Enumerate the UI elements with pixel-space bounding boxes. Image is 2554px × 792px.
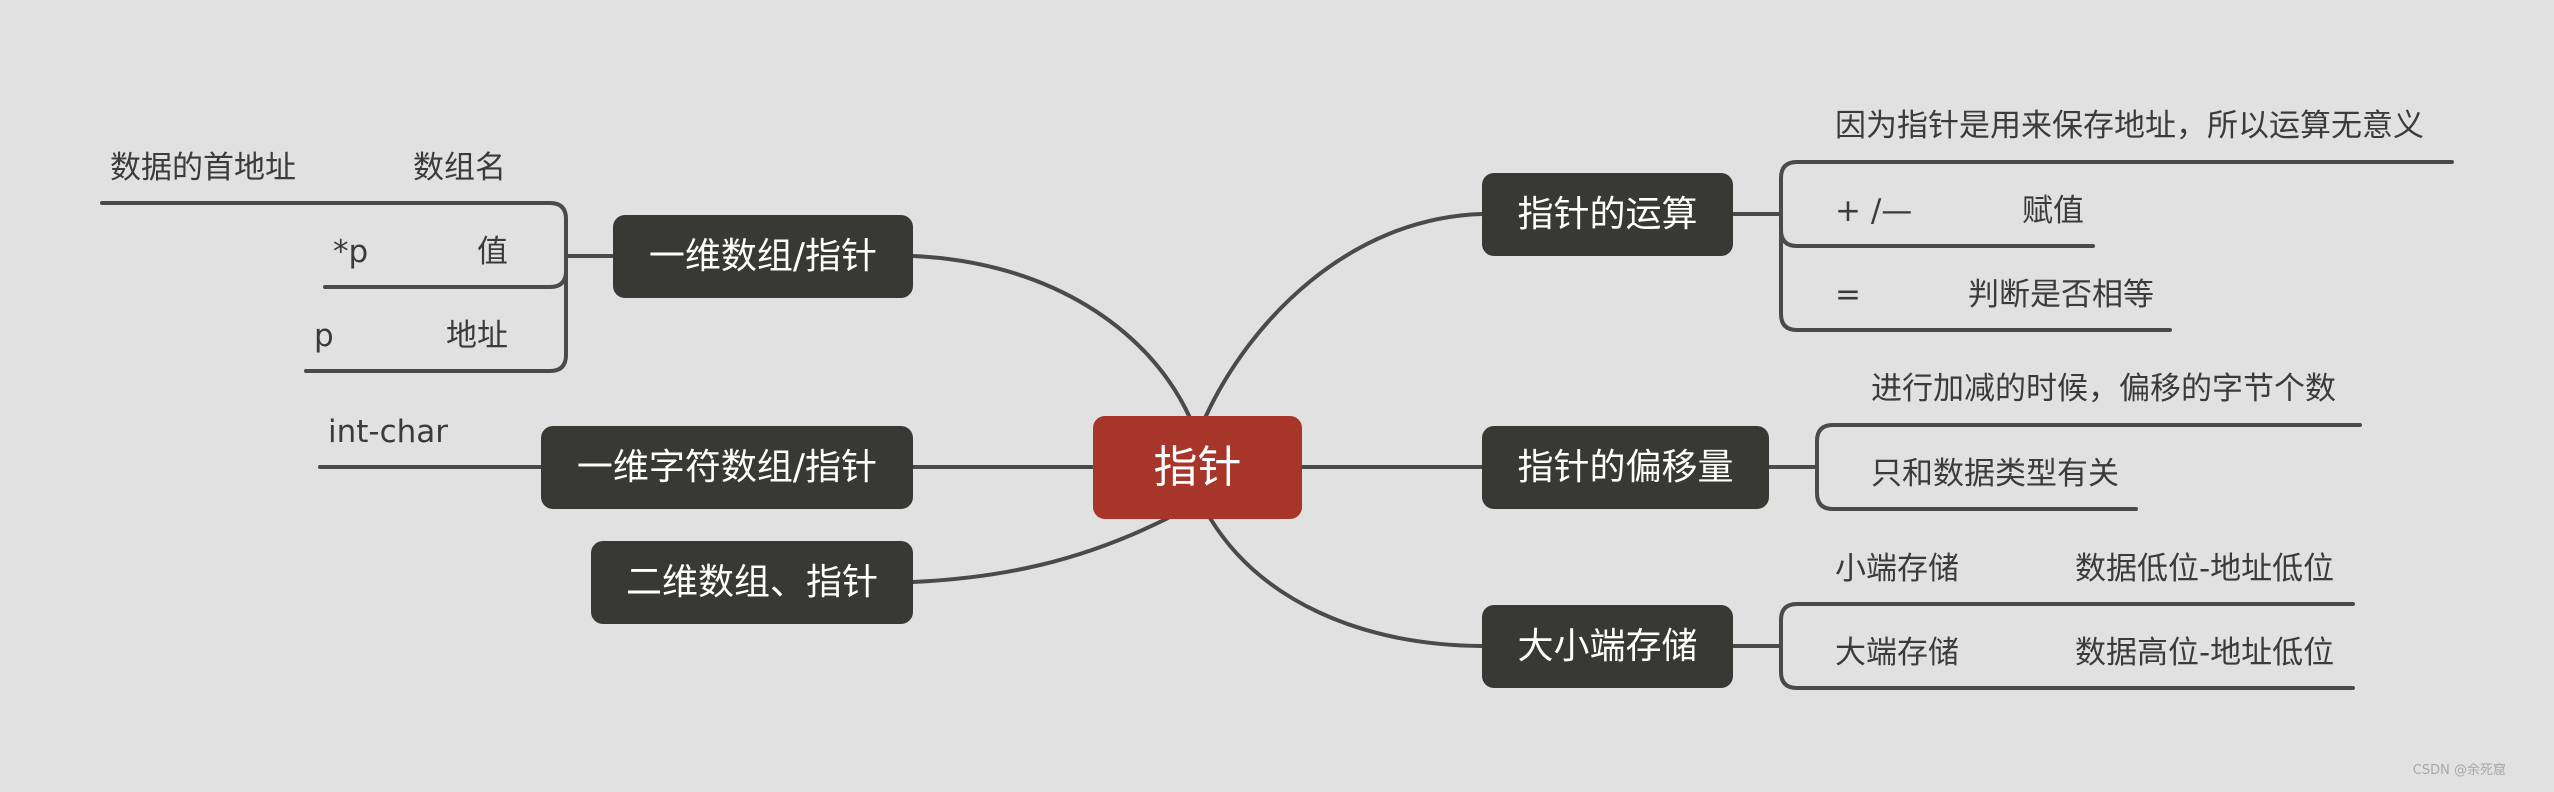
leaf-array-name: 数组名 xyxy=(413,150,506,186)
leaf-arithmetic-meaningless: 因为指针是用来保存地址，所以运算无意义 xyxy=(1835,108,2424,144)
branch-pointer-offset[interactable]: 指针的偏移量 xyxy=(1482,426,1769,509)
branch-endianness[interactable]: 大小端存储 xyxy=(1482,605,1733,688)
leaf-equals: = xyxy=(1835,277,1861,313)
link-center-yunsuan xyxy=(1203,212,1484,420)
link-yiwei-bracket xyxy=(100,201,568,373)
branch-1d-array-pointer[interactable]: 一维数组/指针 xyxy=(613,215,913,298)
link-pianyi-bracket xyxy=(1815,423,2362,511)
leaf-little-endian-rule: 数据低位-地址低位 xyxy=(2075,551,2335,587)
leaf-deref-p: *p xyxy=(333,234,369,270)
leaf-plus-minus: + /— xyxy=(1835,193,1913,229)
leaf-first-address: 数据的首地址 xyxy=(110,150,296,186)
link-center-yiwei xyxy=(911,254,1192,420)
leaf-assignment: 赋值 xyxy=(2022,193,2084,229)
leaf-p: p xyxy=(314,318,334,354)
leaf-value: 值 xyxy=(477,234,508,270)
link-daxiao-bracket xyxy=(1779,602,2355,690)
leaf-int-char: int-char xyxy=(328,414,449,450)
leaf-little-endian: 小端存储 xyxy=(1835,551,1959,587)
leaf-address: 地址 xyxy=(446,318,508,354)
leaf-depends-on-type: 只和数据类型有关 xyxy=(1871,456,2119,492)
leaf-compare-equal: 判断是否相等 xyxy=(1968,277,2154,313)
branch-2d-array-pointer[interactable]: 二维数组、指针 xyxy=(591,541,913,624)
link-yunsuan-bracket xyxy=(1779,160,2454,332)
watermark: CSDN @余死窟 xyxy=(2412,763,2506,778)
link-yunsuan-row1 xyxy=(1779,228,2095,248)
leaf-big-endian-rule: 数据高位-地址低位 xyxy=(2075,635,2335,671)
link-center-erwei xyxy=(911,516,1170,584)
branch-1d-char-array-pointer[interactable]: 一维字符数组/指针 xyxy=(541,426,913,509)
leaf-offset-bytes: 进行加减的时候，偏移的字节个数 xyxy=(1871,371,2336,407)
link-center-daxiao xyxy=(1208,516,1484,648)
link-yiwei-row2 xyxy=(323,269,568,289)
leaf-big-endian: 大端存储 xyxy=(1835,635,1959,671)
center-node-pointer[interactable]: 指针 xyxy=(1093,416,1302,519)
branch-pointer-arithmetic[interactable]: 指针的运算 xyxy=(1482,173,1733,256)
